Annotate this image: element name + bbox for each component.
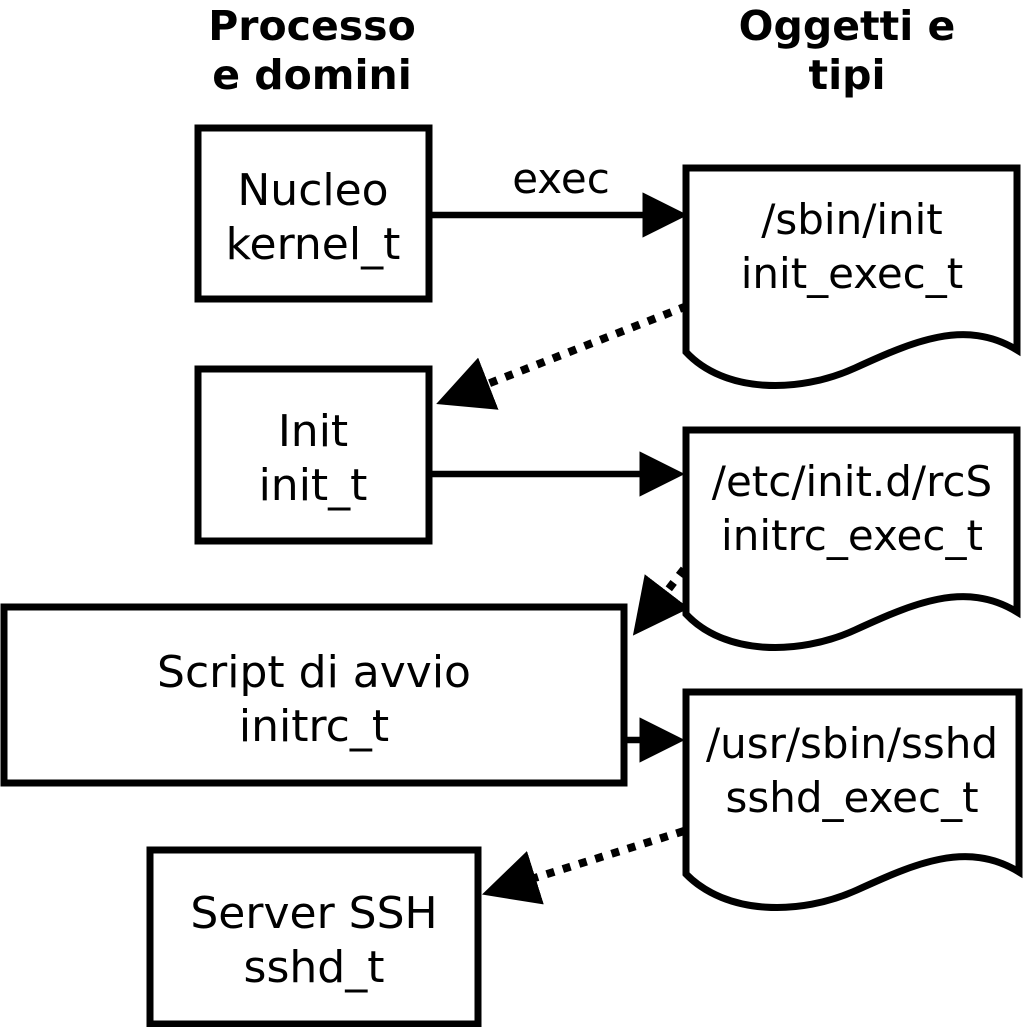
process-node-kernel: Nucleo kernel_t [194,124,433,303]
process-name: Server SSH [190,888,437,939]
object-path: /sbin/init [761,195,943,244]
process-name: Script di avvio [157,647,471,698]
object-type: init_exec_t [741,249,964,298]
process-domain: init_t [259,460,368,511]
process-node-initrc: Script di avvio initrc_t [0,603,628,787]
process-name: Init [278,406,348,457]
exec-arrow-label: exec [512,154,610,203]
process-box-kernel [194,124,433,303]
processes-header-line2: e domini [212,51,412,99]
objects-header-line1: Oggetti e [739,2,956,50]
object-node-sshd-exec: /usr/sbin/sshd sshd_exec_t [682,688,1023,912]
document-shape [682,164,1021,390]
edge-transition-to-initrc-t [632,566,690,636]
process-name: Nucleo [237,165,388,216]
process-box-init [194,365,433,545]
edge-transition-to-init-t [436,302,689,410]
object-path: /etc/init.d/rcS [712,457,992,506]
object-node-initrc-exec: /etc/init.d/rcS initrc_exec_t [682,426,1021,652]
document-shape [682,426,1021,652]
column-header-objects: Oggetti e tipi [739,2,956,99]
process-box-initrc [0,603,628,787]
process-node-sshd: Server SSH sshd_t [146,846,482,1027]
edge-transition-to-sshd-t [481,827,686,905]
process-domain: kernel_t [226,219,401,270]
process-node-init: Init init_t [194,365,433,545]
document-shape [682,688,1023,912]
object-type: initrc_exec_t [721,511,983,560]
object-node-init-exec: /sbin/init init_exec_t [682,164,1021,390]
process-box-sshd [146,846,482,1027]
column-header-processes: Processo e domini [208,2,416,99]
objects-header-line2: tipi [808,51,885,99]
object-type: sshd_exec_t [725,773,978,822]
process-domain: initrc_t [239,701,389,752]
edge-kernel-exec-init: exec [429,154,688,238]
object-path: /usr/sbin/sshd [706,719,998,768]
processes-header-line1: Processo [208,2,416,50]
process-domain: sshd_t [244,942,385,993]
